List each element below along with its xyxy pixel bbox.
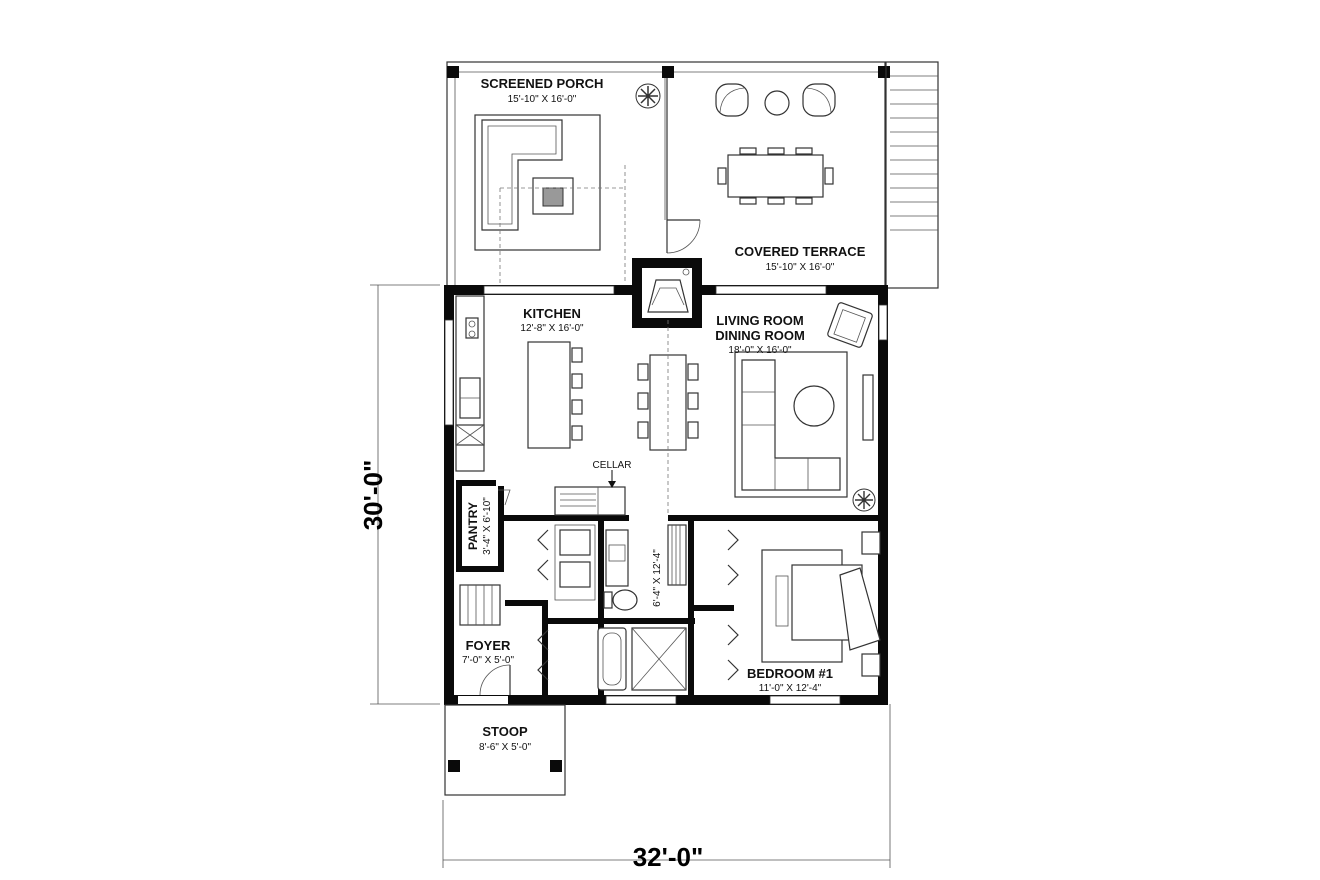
bedroom1-name: BEDROOM #1 (747, 666, 833, 681)
dining-room-name: DINING ROOM (715, 328, 805, 343)
closet-doors (537, 524, 739, 681)
bedroom-furniture (761, 531, 881, 677)
overall-depth-label: 30'-0" (358, 460, 388, 531)
cellar-hatch (554, 470, 626, 516)
screened-porch-size: 15'-10" X 16'-0" (508, 94, 577, 105)
terrace-stairs (885, 61, 939, 289)
porch-sectional-sofa (474, 114, 626, 283)
entry-door (479, 664, 511, 696)
bedroom1-size: 11'-0" X 12'-4" (759, 683, 822, 694)
stoop-size: 8'-6" X 5'-0" (479, 742, 532, 753)
stoop-name: STOOP (482, 724, 528, 739)
living-dining-size: 18'-0" X 16'-0" (728, 345, 792, 356)
living-room-name: LIVING ROOM (716, 313, 803, 328)
screened-porch-name: SCREENED PORCH (481, 76, 604, 91)
kitchen-size: 12'-8" X 16'-0" (520, 323, 584, 334)
foyer-size: 7'-0" X 5'-0" (462, 655, 515, 666)
interior-walls (456, 480, 883, 695)
kitchen-name: KITCHEN (523, 306, 581, 321)
covered-terrace-size: 15'-10" X 16'-0" (766, 262, 835, 273)
cellar-label: CELLAR (593, 460, 632, 471)
pantry-size: 3'-4" X 6'-10" (482, 497, 493, 555)
porch-door (666, 219, 701, 254)
exterior-walls (444, 285, 888, 705)
foyer-stairs (459, 584, 501, 626)
bathroom-size: 6'-4" X 12'-4" (652, 549, 663, 607)
overall-width-label: 32'-0" (633, 842, 704, 872)
living-room-furniture (734, 302, 876, 512)
terrace-lounge-chairs (715, 83, 836, 117)
bathroom-fixtures (597, 524, 687, 691)
kitchen-counters (455, 295, 485, 472)
dimension-lines (370, 284, 891, 868)
foyer-name: FOYER (466, 638, 511, 653)
kitchen-island (527, 341, 583, 449)
covered-terrace-name: COVERED TERRACE (735, 244, 866, 259)
stoop-outline (444, 704, 566, 796)
porch-plant-icon (635, 83, 661, 109)
fireplace (632, 258, 702, 328)
pantry-door (498, 489, 511, 506)
pantry-name: PANTRY (466, 502, 480, 550)
terrace-dining-table (717, 147, 834, 205)
porch-terrace-outline (446, 61, 890, 288)
